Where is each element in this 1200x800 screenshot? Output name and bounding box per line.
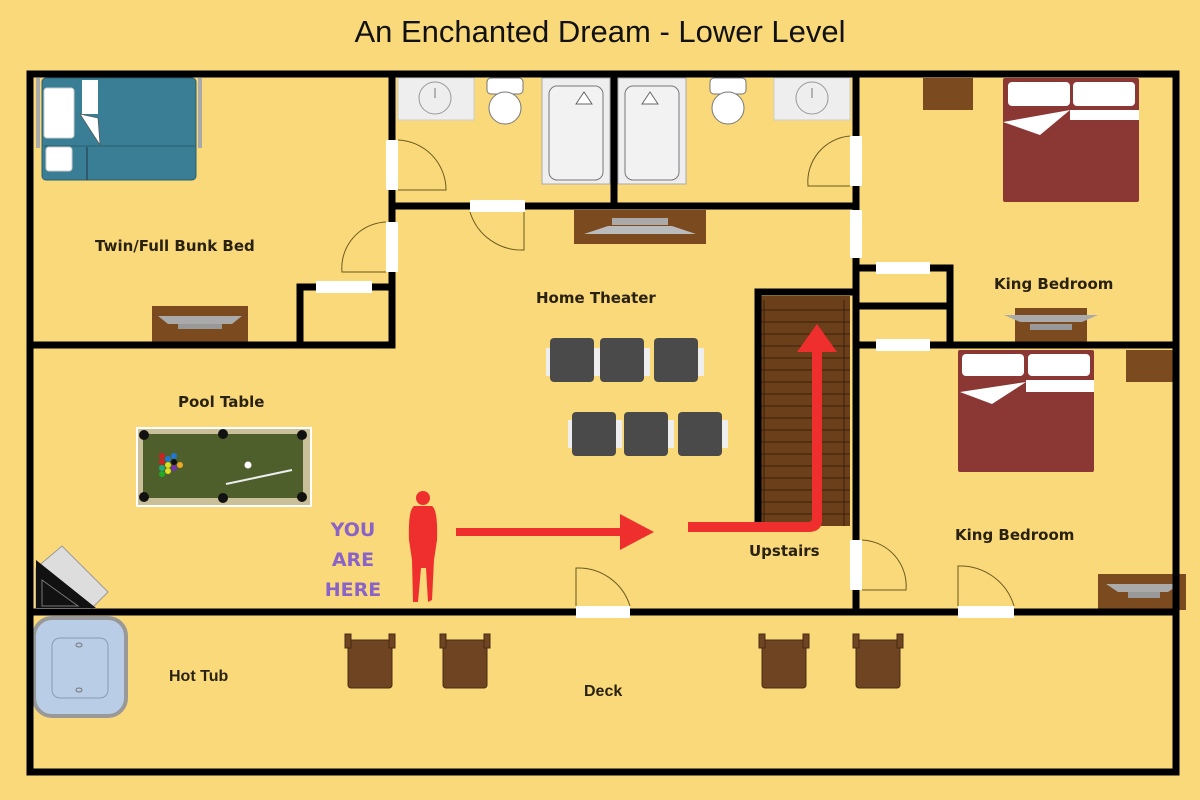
you-are-here-line-2: ARE (331, 549, 375, 571)
walls (26, 70, 1180, 776)
you-are-here-line-1: YOU (330, 519, 376, 541)
room-label-king-1: King Bedroom (994, 275, 1114, 293)
hot-tub-icon (32, 616, 128, 718)
room-label-bunk: Twin/Full Bunk Bed (95, 237, 255, 255)
sink-icon (397, 77, 475, 121)
king-bed-icon (958, 350, 1094, 472)
bunk-bed-icon (36, 77, 202, 181)
tv-dresser-icon (574, 210, 706, 244)
tv-dresser-icon (1098, 574, 1186, 610)
toilet-icon (709, 77, 747, 125)
tv-dresser-icon (1004, 308, 1098, 344)
bathtub-icon (617, 77, 687, 185)
nightstand-icon (1126, 350, 1176, 382)
person-icon (408, 491, 438, 602)
nightstand-icon (923, 78, 973, 110)
sink-icon (773, 77, 851, 121)
route-arrow-icon (456, 324, 837, 550)
stairs-icon (758, 296, 850, 526)
deck-chair-icon (344, 633, 904, 689)
room-label-theater: Home Theater (536, 289, 656, 307)
door-icon (316, 135, 1015, 618)
room-label-stairs: Upstairs (749, 542, 820, 560)
theater-seat-icon (546, 338, 704, 382)
page-title: An Enchanted Dream - Lower Level (354, 14, 846, 49)
you-are-here-marker: YOU ARE HERE (318, 515, 388, 605)
pool-table-icon (136, 427, 312, 507)
you-are-here-line-3: HERE (324, 579, 382, 601)
corner-shelf-icon (35, 545, 109, 611)
room-label-king-2: King Bedroom (955, 526, 1075, 544)
room-label-deck: Deck (584, 683, 623, 700)
king-bed-icon (1003, 78, 1139, 202)
room-label-hot-tub: Hot Tub (169, 668, 229, 685)
room-label-pool: Pool Table (178, 393, 265, 411)
toilet-icon (486, 77, 524, 125)
bathtub-icon (541, 77, 611, 185)
theater-seat-icon (568, 412, 728, 456)
tv-dresser-icon (152, 306, 248, 342)
